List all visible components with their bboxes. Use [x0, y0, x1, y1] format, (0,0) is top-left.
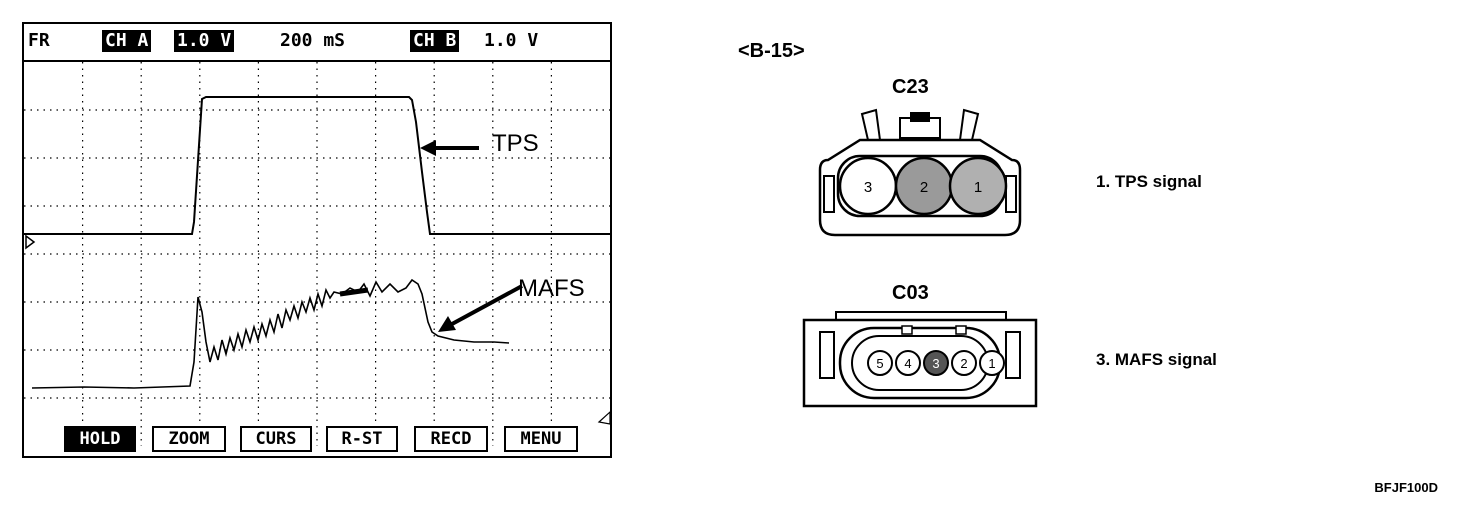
c23-connector-name: C23	[892, 76, 929, 98]
mafs-arrow	[451, 284, 523, 326]
c03-pin-1: 1	[988, 356, 995, 371]
tps-waveform	[24, 96, 610, 235]
c03-connector-name: C03	[892, 282, 929, 304]
channel-b-label[interactable]: CH B	[410, 30, 460, 52]
channel-a-label[interactable]: CH A	[102, 30, 152, 52]
record-button[interactable]: RECD	[414, 426, 488, 452]
c23-pin-3: 3	[864, 179, 872, 196]
section-title: <B-15>	[738, 40, 805, 62]
channel-b-scale[interactable]: 1.0 V	[484, 30, 539, 51]
mafs-waveform	[31, 278, 510, 389]
waveform-display	[24, 62, 610, 446]
channel-a-scale[interactable]: 1.0 V	[174, 30, 235, 52]
c03-pin-3: 3	[932, 356, 939, 371]
cursor-button[interactable]: CURS	[240, 426, 312, 452]
zoom-button[interactable]: ZOOM	[152, 426, 226, 452]
c23-pin-2: 2	[920, 179, 928, 196]
c03-signal-label: 3. MAFS signal	[1096, 350, 1217, 369]
c03-pin-2: 2	[960, 356, 967, 371]
tps-label: TPS	[492, 130, 539, 157]
c23-signal-label: 1. TPS signal	[1096, 172, 1202, 191]
scope-grid	[24, 62, 610, 446]
connector-diagrams: 3 2 1 5 4 3 2 1	[802, 108, 1038, 408]
c03-pin-4: 4	[904, 356, 911, 371]
scope-header: FR CH A 1.0 V 200 mS CH B 1.0 V	[24, 24, 610, 62]
c03-connector: 5 4 3 2 1	[802, 311, 1038, 408]
figure-code: BFJF100D	[1374, 480, 1438, 495]
mode-indicator: FR	[28, 30, 50, 51]
tps-arrowhead-icon	[420, 140, 436, 156]
mafs-noise-band	[339, 287, 369, 297]
timebase-readout[interactable]: 200 mS	[280, 30, 346, 51]
scroll-marker-icon	[597, 411, 610, 425]
c03-pin-5: 5	[876, 356, 883, 371]
trigger-marker-icon	[25, 234, 36, 250]
oscilloscope-screen: FR CH A 1.0 V 200 mS CH B 1.0 V TPS MAFS…	[22, 22, 612, 458]
mafs-arrowhead-icon	[438, 316, 456, 332]
reset-button[interactable]: R-ST	[326, 426, 398, 452]
menu-button[interactable]: MENU	[504, 426, 578, 452]
mafs-label: MAFS	[518, 275, 585, 302]
c23-connector: 3 2 1	[818, 108, 1022, 237]
hold-button[interactable]: HOLD	[64, 426, 136, 452]
c23-pin-1: 1	[974, 179, 982, 196]
annotation-arrows	[420, 140, 523, 332]
scope-button-bar: HOLD ZOOM CURS R-ST RECD MENU	[24, 422, 610, 456]
